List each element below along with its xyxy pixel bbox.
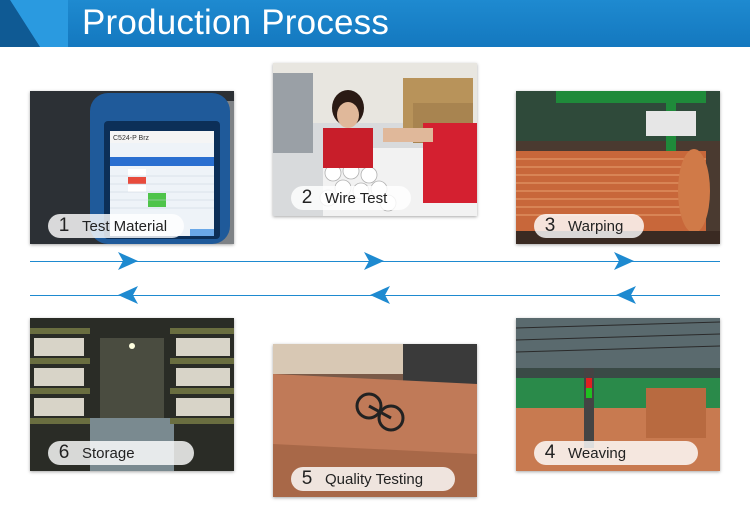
- arrow-right-icon: [364, 252, 384, 270]
- step-label-5: 5 Quality Testing: [291, 467, 455, 491]
- step-text: Weaving: [568, 444, 627, 462]
- step-label-4: 4 Weaving: [534, 441, 698, 465]
- banner-fold-icon: [0, 0, 68, 47]
- header-banner: Production Process: [0, 0, 750, 47]
- banner-background: [0, 0, 750, 47]
- step-text: Wire Test: [325, 189, 388, 207]
- step-label-6: 6 Storage: [48, 441, 194, 465]
- step-number: 5: [301, 468, 313, 489]
- step-text: Warping: [568, 217, 624, 235]
- svg-text:C524-P Brz: C524-P Brz: [113, 135, 150, 142]
- step-number: 3: [544, 215, 556, 236]
- step-text: Storage: [82, 444, 135, 462]
- arrow-right-icon: [118, 252, 138, 270]
- step-text: Quality Testing: [325, 470, 424, 488]
- arrow-left-icon: [118, 286, 138, 304]
- arrow-left-icon: [370, 286, 390, 304]
- arrow-right-icon: [614, 252, 634, 270]
- step-label-1: 1 Test Material: [48, 214, 184, 238]
- step-number: 4: [544, 442, 556, 463]
- step-label-3: 3 Warping: [534, 214, 644, 238]
- page-title: Production Process: [82, 3, 390, 42]
- step-number: 6: [58, 442, 70, 463]
- step-number: 2: [301, 187, 313, 208]
- step-text: Test Material: [82, 217, 168, 235]
- step-number: 1: [58, 215, 70, 236]
- arrow-left-icon: [616, 286, 636, 304]
- step-label-2: 2 Wire Test: [291, 186, 411, 210]
